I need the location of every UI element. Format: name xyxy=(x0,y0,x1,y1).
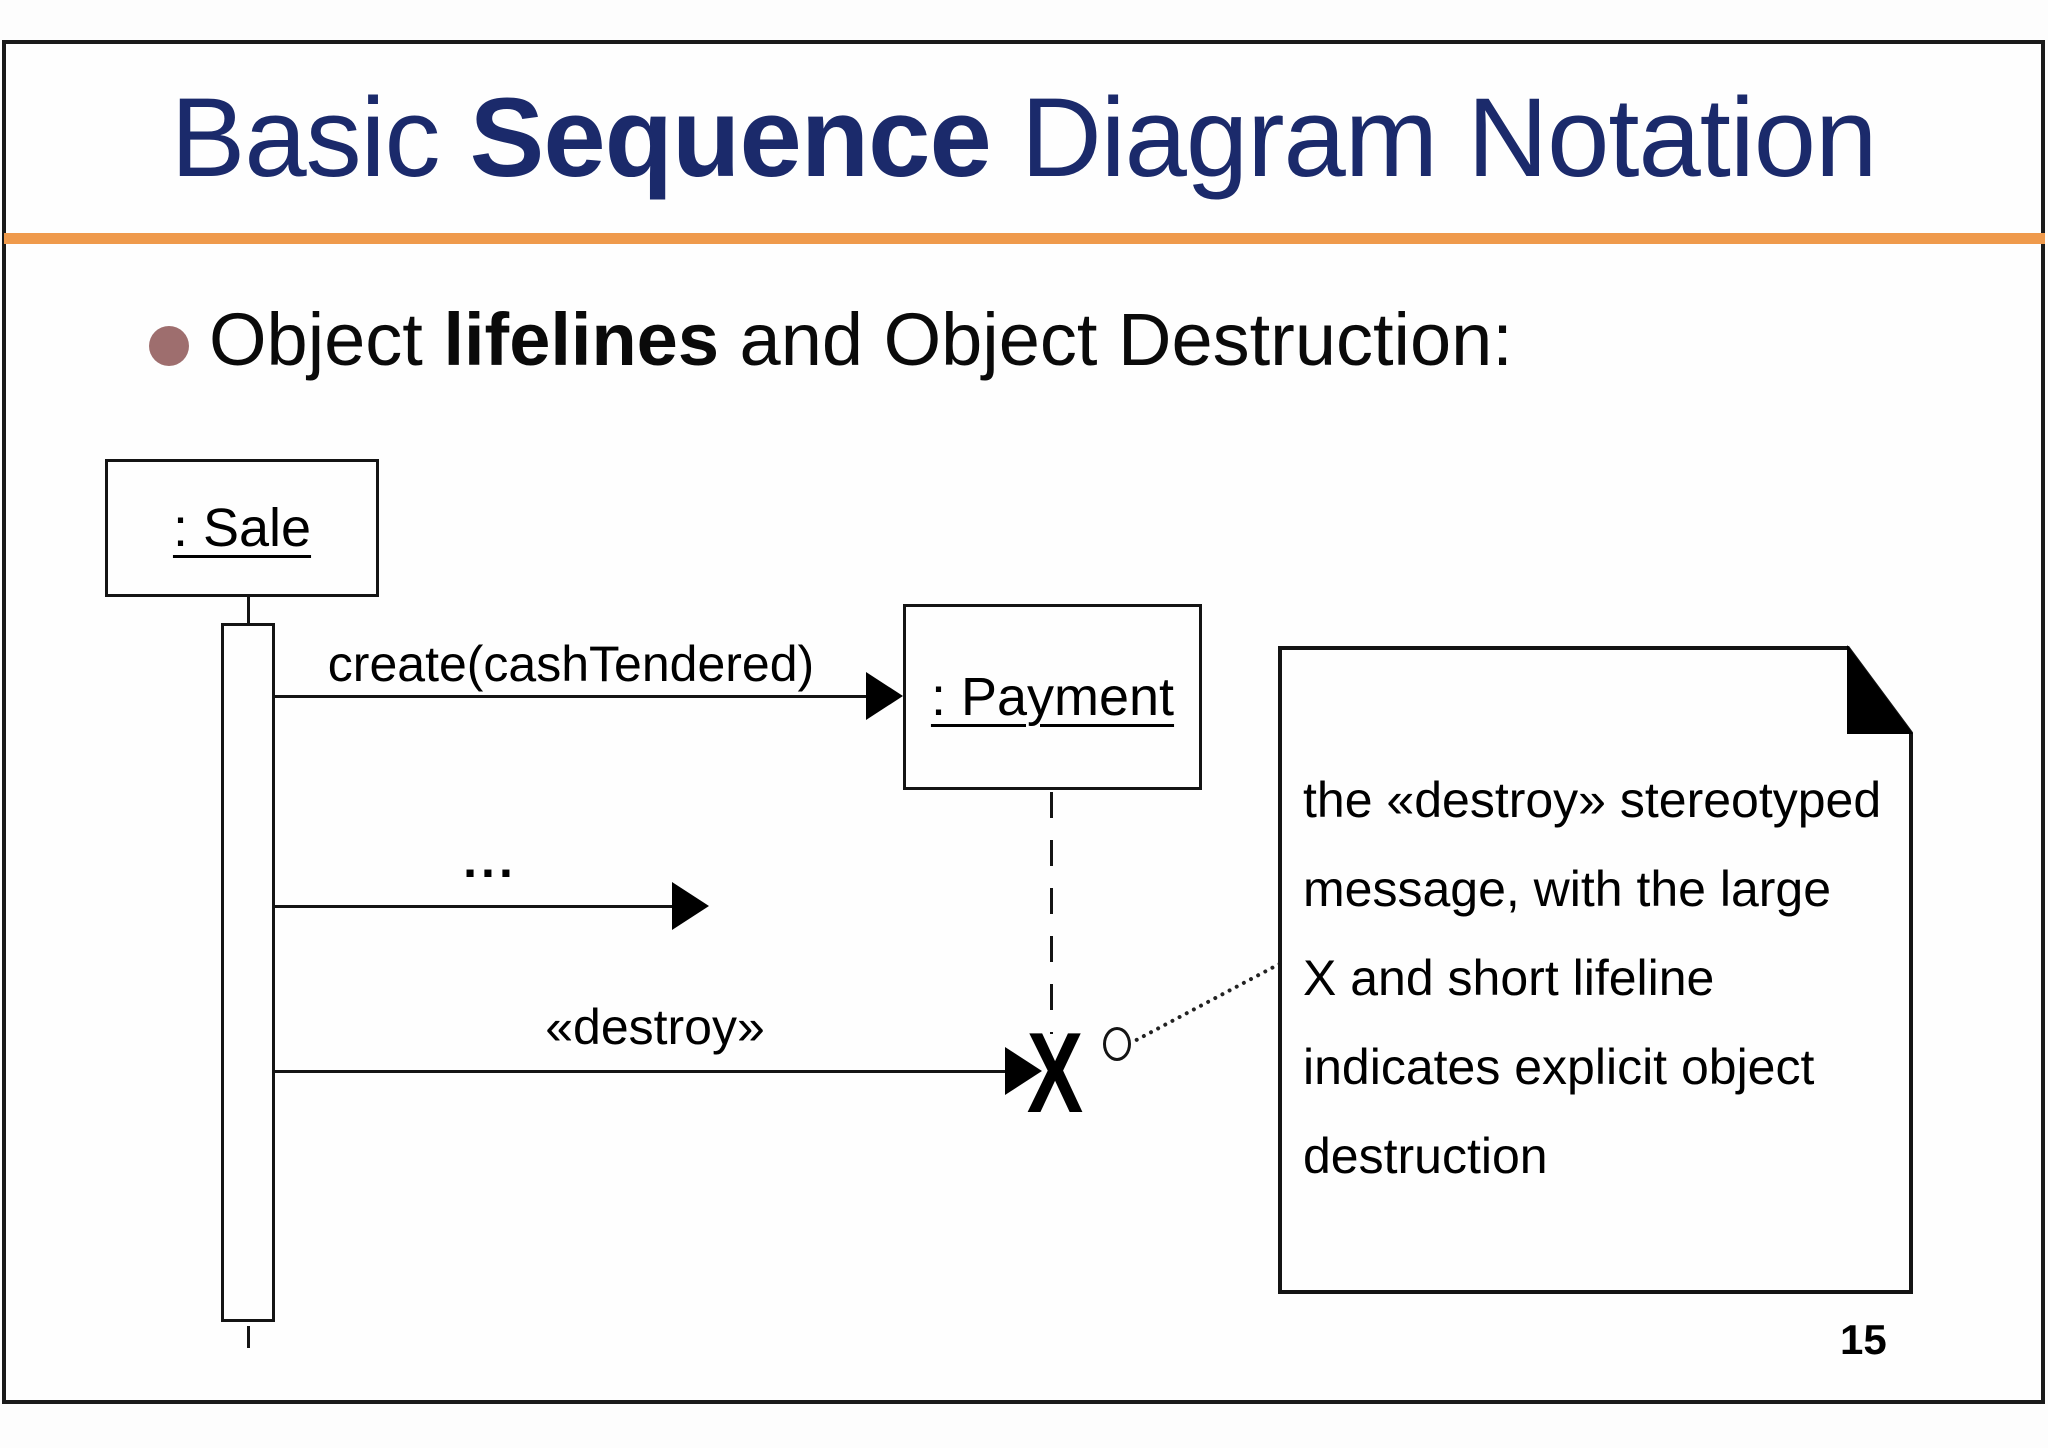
note-anchor-circle-icon xyxy=(1103,1027,1131,1061)
note-text: the «destroy» stereotyped message, with … xyxy=(1303,772,1882,1184)
destroy-arrowhead-icon xyxy=(1005,1047,1042,1095)
bullet-text: Object lifelines and Object Destruction: xyxy=(209,296,1513,385)
payment-lifeline-dashed xyxy=(1050,792,1053,1034)
ellipsis-message-line xyxy=(275,905,672,908)
create-message-line xyxy=(275,695,867,698)
payment-object-box: : Payment xyxy=(903,604,1202,790)
note-fold-corner-icon xyxy=(1847,644,1913,734)
create-arrowhead-icon xyxy=(866,672,903,720)
destroy-message-label: «destroy» xyxy=(545,999,765,1055)
bullet-text-part2: lifelines xyxy=(443,298,719,381)
create-message-label: create(cashTendered) xyxy=(327,636,815,692)
slide-title-part2: Sequence xyxy=(469,75,992,200)
ellipsis-message-label: ... xyxy=(463,832,517,888)
sale-activation-bar xyxy=(221,623,275,1322)
bullet-dot-icon xyxy=(149,326,189,366)
sale-object-label: : Sale xyxy=(172,498,312,558)
bullet-text-part1: Object xyxy=(209,298,444,381)
note-box xyxy=(1278,644,1913,1294)
payment-object-label: : Payment xyxy=(930,667,1175,727)
sale-object-box: : Sale xyxy=(105,459,379,597)
object-destruction-x-mark: X xyxy=(1026,1010,1084,1137)
title-divider-rule xyxy=(4,233,2045,244)
sale-lifeline-upper-segment xyxy=(247,597,250,623)
page-number: 15 xyxy=(1840,1316,1887,1363)
sale-lifeline-lower-segment xyxy=(247,1326,250,1348)
slide-title-part3: Diagram Notation xyxy=(990,75,1878,200)
destroy-message-line xyxy=(275,1070,1006,1073)
slide-title: Basic Sequence Diagram Notation xyxy=(2,74,2045,203)
slide-title-part1: Basic xyxy=(170,75,470,200)
ellipsis-arrowhead-icon xyxy=(672,882,709,930)
note-box-outline xyxy=(1278,646,1913,1294)
bullet-text-part3: and Object Destruction: xyxy=(719,298,1513,381)
